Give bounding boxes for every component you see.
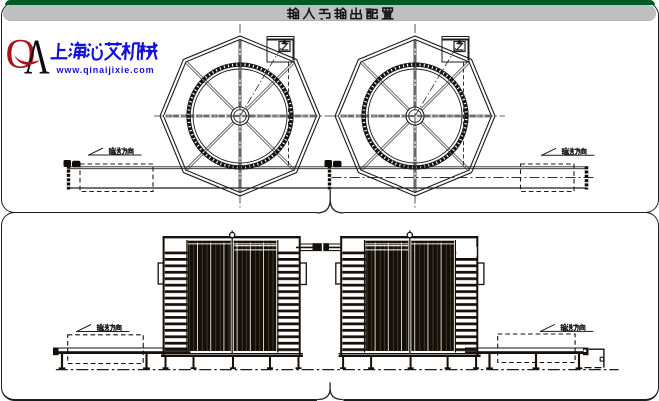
svg-text:O: O <box>5 32 35 78</box>
svg-text:www.qinaijixie.com: www.qinaijixie.com <box>56 65 155 75</box>
svg-text:Λ: Λ <box>24 30 50 85</box>
